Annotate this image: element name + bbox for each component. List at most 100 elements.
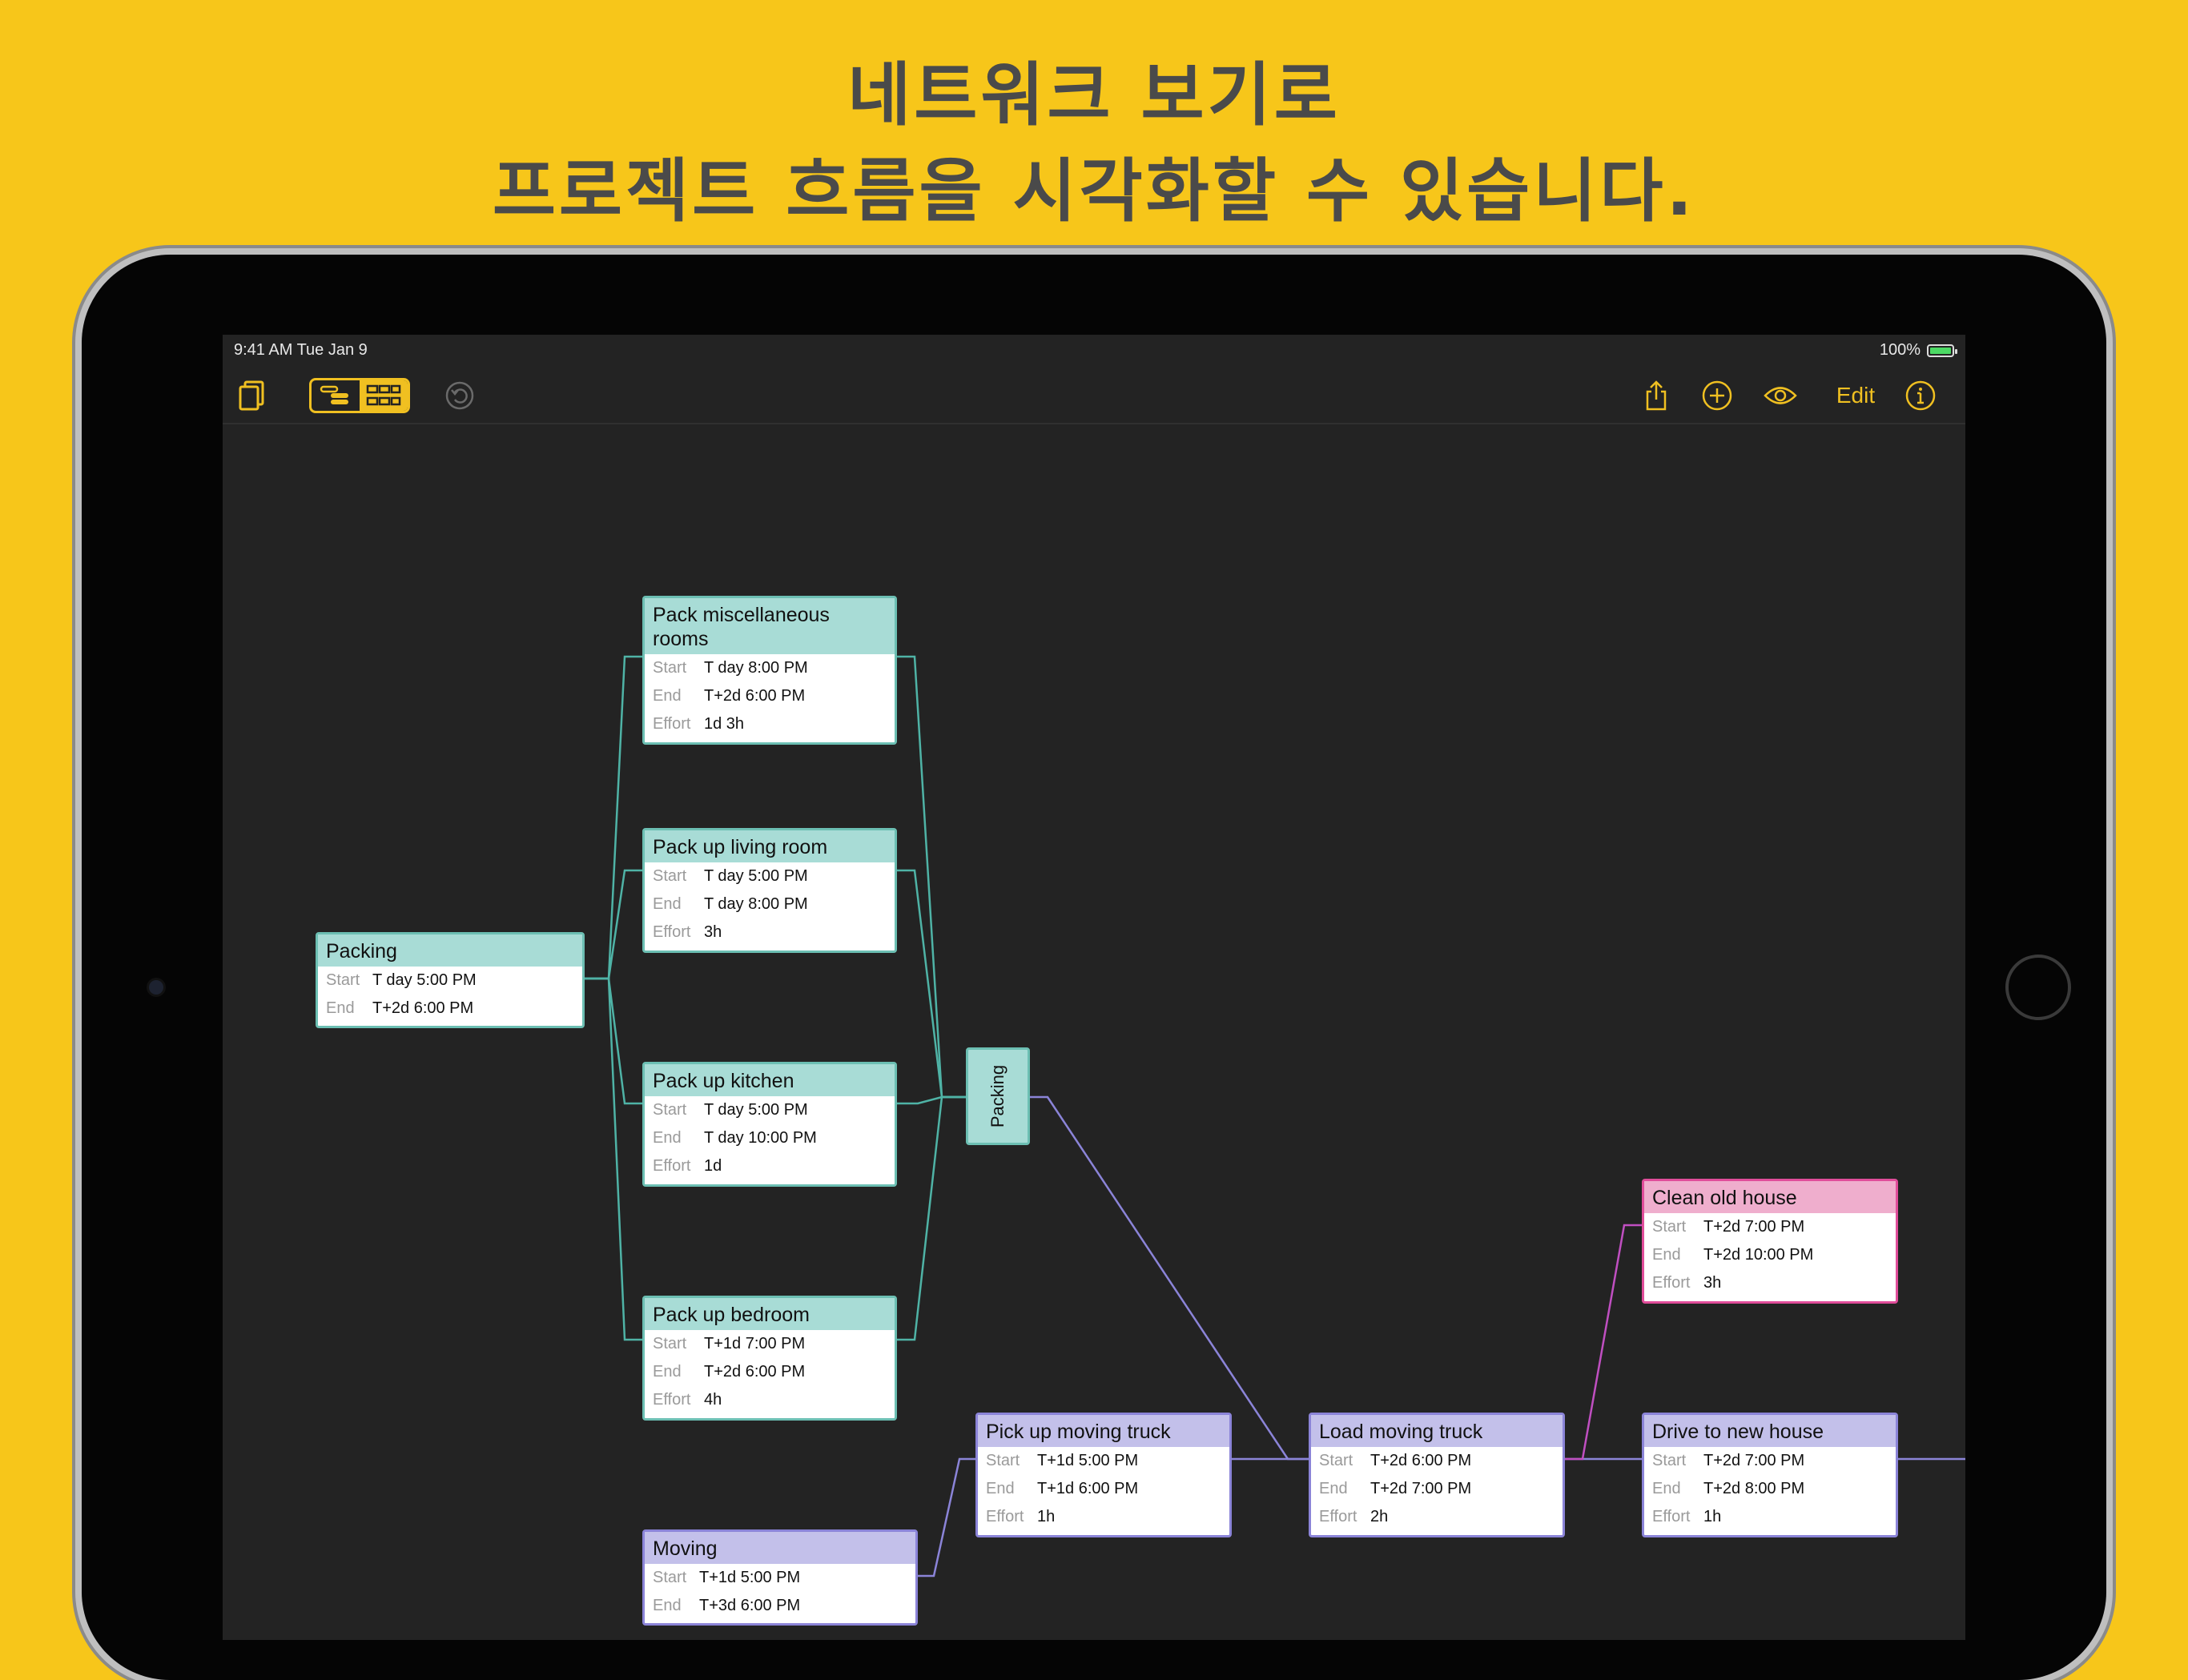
effort-label: Effort [653,923,691,941]
packing-group-end-node[interactable]: Packing [966,1047,1030,1145]
start-label: Start [653,1335,687,1352]
task-node-pack-bedroom[interactable]: Pack up bedroom Start T+1d 7:00 PM End T+2… [642,1296,897,1421]
network-view-icon[interactable] [360,380,408,411]
effort-value: 2h [1370,1508,1389,1525]
end-value: T+2d 8:00 PM [1703,1480,1805,1497]
start-value: T+1d 5:00 PM [1037,1452,1139,1469]
task-node-pick-up-truck[interactable]: Pick up moving truck Start T+1d 5:00 PM E… [975,1413,1232,1537]
end-value: T+3d 6:00 PM [699,1597,801,1614]
start-value: T day 5:00 PM [704,1101,808,1119]
end-label: End [1652,1480,1681,1497]
start-label: Start [653,1569,687,1586]
add-icon[interactable] [1699,378,1735,413]
view-options-icon[interactable] [1760,378,1800,413]
effort-value: 4h [704,1391,722,1409]
effort-label: Effort [1652,1274,1691,1292]
outline-view-icon[interactable] [312,380,360,411]
link-packing-end-load [1030,1095,1310,1461]
end-label: End [653,687,682,705]
status-right: 100% [1879,341,1957,360]
app-screen: 9:41 AM Tue Jan 9 100% [223,335,1965,1640]
effort-value: 1h [1037,1508,1056,1525]
dependency-lines [585,655,1965,1578]
node-title: Moving [645,1532,915,1564]
end-value: T+2d 6:00 PM [704,1363,806,1381]
share-icon[interactable] [1639,376,1674,415]
toolbar: Edit [223,367,1965,424]
effort-value: 1d [704,1157,722,1175]
home-button[interactable] [2005,955,2071,1020]
start-value: T day 5:00 PM [704,867,808,885]
end-label: End [1652,1246,1681,1264]
start-label: Start [986,1452,1020,1469]
group-end-label: Packing [987,1064,1008,1128]
start-value: T+1d 5:00 PM [699,1569,801,1586]
camera [149,980,163,995]
start-label: Start [1319,1452,1353,1469]
end-value: T+2d 7:00 PM [1370,1480,1472,1497]
battery-icon [1927,344,1957,357]
start-label: Start [326,971,360,989]
task-node-drive-new-house[interactable]: Drive to new house Start T+2d 7:00 PM End… [1642,1413,1898,1537]
end-label: End [653,1129,682,1147]
link-load-clean [1565,1224,1643,1461]
link-bedroom-end [897,1095,966,1341]
node-title: Pick up moving truck [978,1415,1229,1447]
start-label: Start [1652,1452,1687,1469]
effort-value: 3h [1703,1274,1722,1292]
edit-button[interactable]: Edit [1836,383,1876,408]
link-living-end [897,869,966,1099]
effort-label: Effort [986,1508,1024,1525]
battery-percent: 100% [1879,341,1921,359]
end-value: T+2d 6:00 PM [704,687,806,705]
node-title: Drive to new house [1644,1415,1896,1447]
end-label: End [653,895,682,913]
headline-line-2: 프로젝트 흐름을 시각화할 수 있습니다. [492,151,1696,231]
end-value: T day 10:00 PM [704,1129,817,1147]
effort-label: Effort [1319,1508,1357,1525]
effort-label: Effort [653,715,691,733]
end-label: End [986,1480,1015,1497]
node-title: Pack up kitchen [645,1064,895,1096]
node-title: Pack up living room [645,830,895,862]
start-value: T day 8:00 PM [704,659,808,677]
effort-label: Effort [1652,1508,1691,1525]
start-label: Start [653,867,687,885]
task-node-clean-old-house[interactable]: Clean old house Start T+2d 7:00 PM End T+2… [1642,1179,1898,1304]
link-moving-pickup [918,1457,975,1578]
documents-icon[interactable] [234,378,269,413]
start-value: T+1d 7:00 PM [704,1335,806,1352]
start-value: T day 5:00 PM [372,971,477,989]
end-label: End [326,999,355,1017]
effort-value: 1d 3h [704,715,745,733]
effort-label: Effort [653,1157,691,1175]
start-label: Start [653,1101,687,1119]
end-value: T+1d 6:00 PM [1037,1480,1139,1497]
end-value: T+2d 6:00 PM [372,999,474,1017]
start-label: Start [653,659,687,677]
info-icon[interactable] [1903,378,1938,413]
start-value: T+2d 7:00 PM [1703,1218,1805,1236]
node-title: Clean old house [1644,1181,1896,1213]
effort-value: 1h [1703,1508,1722,1525]
task-node-pack-kitchen[interactable]: Pack up kitchen Start T day 5:00 PM End T … [642,1062,897,1187]
end-value: T+2d 10:00 PM [1703,1246,1814,1264]
node-title: Pack up bedroom [645,1298,895,1330]
start-label: Start [1652,1218,1687,1236]
end-label: End [653,1363,682,1381]
end-value: T day 8:00 PM [704,895,808,913]
link-misc-end [897,655,966,1099]
moving-group-node[interactable]: Moving Start T+1d 5:00 PM End T+3d 6:00 PM [642,1529,918,1626]
end-label: End [653,1597,682,1614]
end-label: End [1319,1480,1348,1497]
undo-icon[interactable] [442,378,477,413]
start-value: T+2d 7:00 PM [1703,1452,1805,1469]
task-node-pack-living-room[interactable]: Pack up living room Start T day 5:00 PM E… [642,828,897,953]
effort-value: 3h [704,923,722,941]
status-bar: 9:41 AM Tue Jan 9 100% [223,335,1965,367]
effort-label: Effort [653,1391,691,1409]
